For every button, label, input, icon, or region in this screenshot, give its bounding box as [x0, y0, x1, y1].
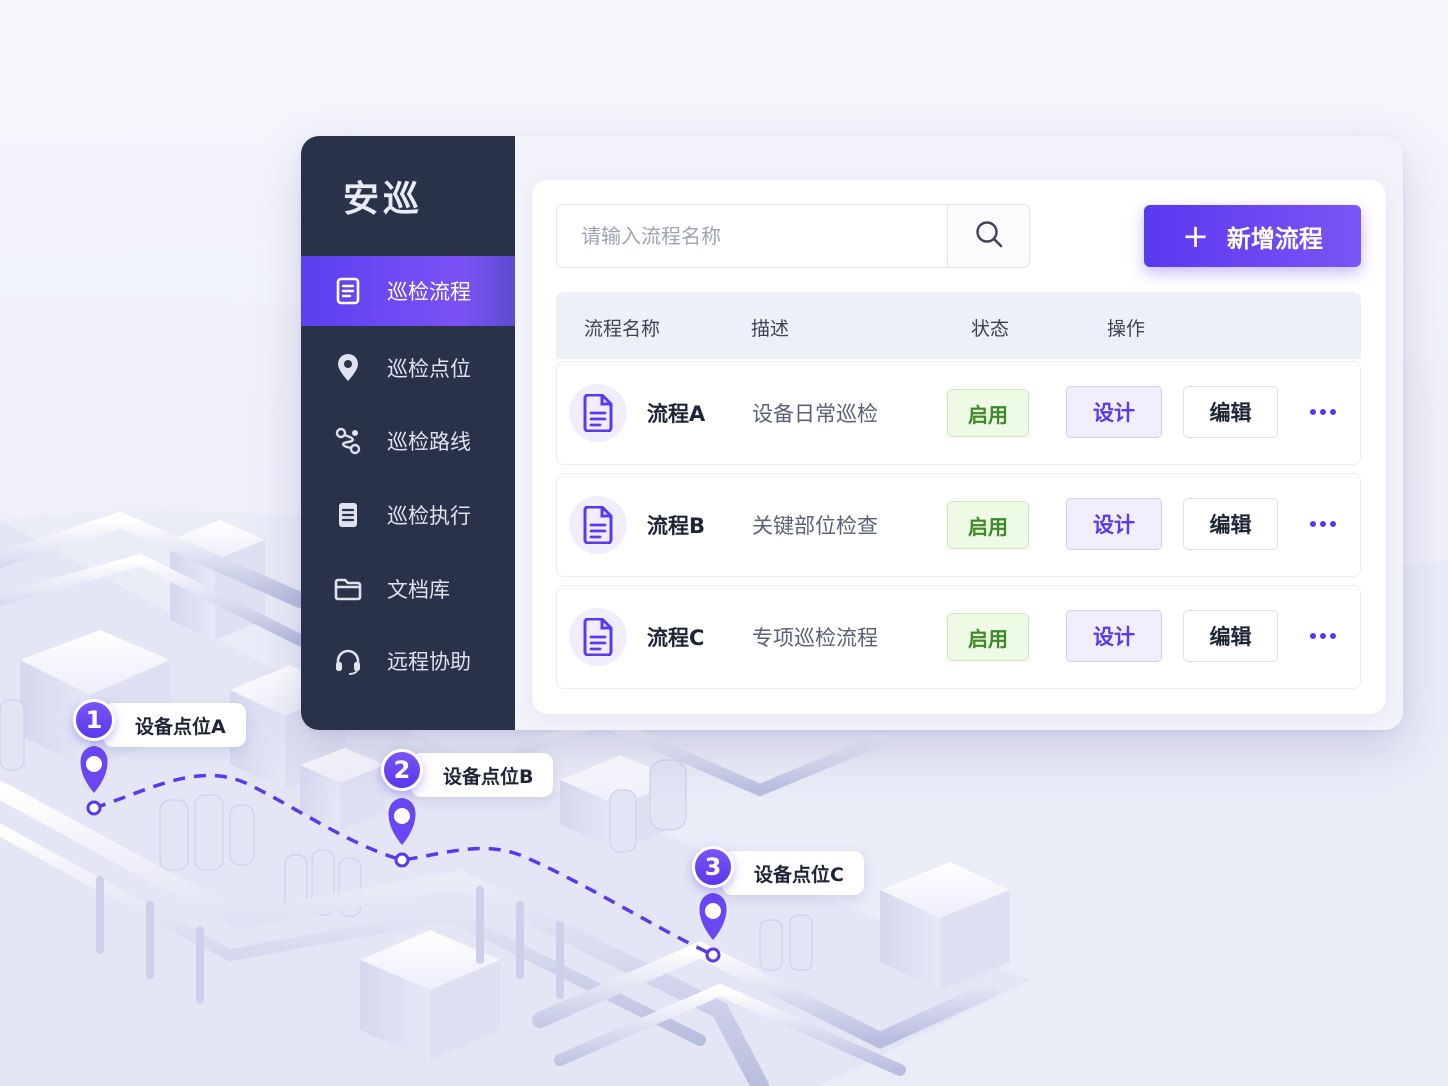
point-badge-1: 1 [73, 699, 115, 741]
design-button[interactable]: 设计 [1066, 610, 1162, 662]
process-desc: 关键部位检查 [752, 514, 878, 538]
add-process-button[interactable]: + 新增流程 [1144, 205, 1361, 267]
process-name: 流程A [647, 402, 706, 426]
table-row[interactable]: 流程C 专项巡检流程 启用 设计 编辑 [556, 585, 1361, 689]
edit-button[interactable]: 编辑 [1183, 498, 1278, 550]
more-options-icon[interactable] [1305, 618, 1341, 654]
route-icon [333, 426, 363, 456]
sidebar-item-label: 巡检点位 [387, 357, 471, 381]
sidebar-item-remote-assist[interactable]: 远程协助 [301, 626, 515, 696]
point-label-c[interactable]: 设备点位C [722, 851, 864, 895]
search-button[interactable] [947, 205, 1029, 267]
process-name: 流程C [647, 626, 705, 650]
sidebar-item-label: 远程协助 [387, 650, 471, 674]
column-header-ops: 操作 [1107, 318, 1146, 340]
status-badge: 启用 [947, 501, 1029, 549]
process-desc: 设备日常巡检 [752, 402, 878, 426]
table-row[interactable]: 流程B 关键部位检查 启用 设计 编辑 [556, 473, 1361, 577]
table-header: 流程名称 描述 状态 操作 [556, 292, 1361, 359]
design-button[interactable]: 设计 [1066, 386, 1162, 438]
status-badge: 启用 [947, 389, 1029, 437]
sidebar-item-label: 巡检执行 [387, 504, 471, 528]
main-panel: + 新增流程 流程名称 描述 状态 操作 流程A 设备日常巡检 启用 设计 编辑 [532, 180, 1386, 714]
point-label-a[interactable]: 设备点位A [103, 703, 246, 747]
headset-icon [333, 646, 363, 676]
sidebar-item-inspection-points[interactable]: 巡检点位 [301, 333, 515, 403]
sidebar-item-inspection-process[interactable]: 巡检流程 [301, 256, 515, 326]
search-box [556, 204, 1030, 268]
column-header-status: 状态 [971, 318, 1010, 340]
sidebar-item-label: 巡检路线 [387, 430, 471, 454]
app-window: 安巡 巡检流程 巡检点位 巡检路线 巡检执行 [301, 136, 1403, 730]
sidebar-item-label: 巡检流程 [387, 280, 471, 304]
folder-icon [333, 574, 363, 604]
sidebar-item-inspection-execution[interactable]: 巡检执行 [301, 480, 515, 550]
table-row[interactable]: 流程A 设备日常巡检 启用 设计 编辑 [556, 361, 1361, 465]
document-icon [569, 384, 627, 442]
status-badge: 启用 [947, 613, 1029, 661]
process-name: 流程B [647, 514, 706, 538]
task-list-icon [333, 500, 363, 530]
search-input[interactable] [557, 205, 947, 267]
point-badge-2: 2 [381, 749, 423, 791]
document-icon [569, 608, 627, 666]
edit-button[interactable]: 编辑 [1183, 386, 1278, 438]
sidebar-item-inspection-route[interactable]: 巡检路线 [301, 406, 515, 476]
column-header-desc: 描述 [751, 318, 790, 340]
brand-logo: 安巡 [343, 179, 424, 220]
add-process-label: 新增流程 [1226, 224, 1323, 253]
process-desc: 专项巡检流程 [752, 626, 878, 650]
document-list-icon [333, 276, 363, 306]
column-header-name: 流程名称 [584, 318, 661, 340]
sidebar-item-label: 文档库 [387, 578, 450, 602]
sidebar: 安巡 巡检流程 巡检点位 巡检路线 巡检执行 [301, 136, 515, 730]
design-button[interactable]: 设计 [1066, 498, 1162, 550]
point-label-b[interactable]: 设备点位B [411, 753, 554, 797]
more-options-icon[interactable] [1305, 394, 1341, 430]
edit-button[interactable]: 编辑 [1183, 610, 1278, 662]
document-icon [569, 496, 627, 554]
sidebar-item-document-library[interactable]: 文档库 [301, 554, 515, 624]
more-options-icon[interactable] [1305, 506, 1341, 542]
plus-icon: + [1182, 217, 1209, 255]
location-pin-icon [333, 353, 363, 383]
search-icon [974, 219, 1004, 253]
point-badge-3: 3 [692, 846, 734, 888]
